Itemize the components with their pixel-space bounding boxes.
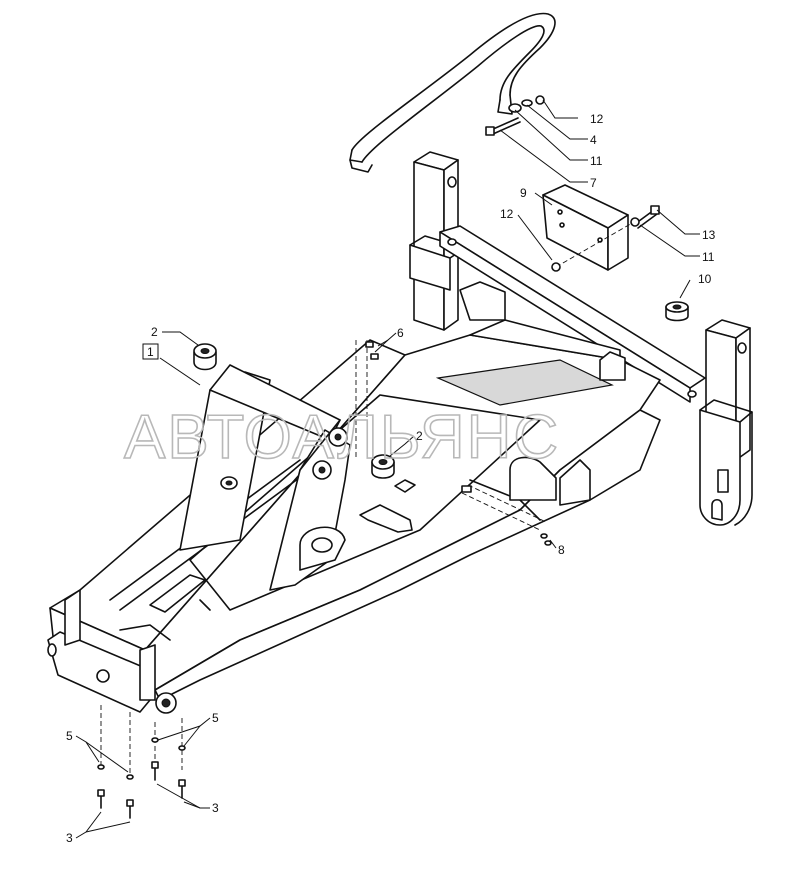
- bolts-6: [355, 340, 379, 460]
- rear-crossbeam: [439, 225, 706, 403]
- front-tower: [179, 364, 351, 591]
- handle-rail: [349, 12, 556, 173]
- right-post: [699, 319, 753, 526]
- callout-8: 8: [558, 543, 565, 557]
- callout-12-top: 12: [590, 112, 604, 126]
- callout-3-right: 3: [212, 801, 219, 815]
- callout-labels: 1 2 2 6 8 12 4 11 7 9 12 13 11 10 5 5 3 …: [66, 112, 716, 845]
- spacer-10: [665, 301, 689, 322]
- bolts-8: [461, 484, 552, 546]
- bushing-2-lower: [371, 454, 395, 479]
- bracket-9: [542, 184, 635, 271]
- callout-box-1: [142, 343, 159, 360]
- callout-1: 1: [147, 345, 154, 359]
- callout-2-lower: 2: [416, 429, 423, 443]
- callout-4: 4: [590, 133, 597, 147]
- nut-12: [551, 262, 561, 272]
- callout-12-mid: 12: [500, 207, 514, 221]
- callout-6: 6: [397, 326, 404, 340]
- watermark: АВТОАЛЬЯНС: [124, 403, 560, 472]
- callout-2-upper: 2: [151, 325, 158, 339]
- callout-10: 10: [698, 272, 712, 286]
- callout-3-left: 3: [66, 831, 73, 845]
- leader-lines: [75, 99, 700, 839]
- bushing-2-upper: [193, 343, 217, 371]
- chassis-frame: [47, 281, 661, 714]
- callout-7: 7: [590, 176, 597, 190]
- callout-5-right: 5: [212, 711, 219, 725]
- left-post: [409, 151, 466, 331]
- bolt-7: [485, 95, 545, 136]
- callout-5-left: 5: [66, 729, 73, 743]
- callout-11-top: 11: [590, 154, 603, 168]
- bottom-bolts: [97, 705, 186, 819]
- callout-11-mid: 11: [702, 250, 715, 264]
- bolt-13: [630, 205, 660, 229]
- callout-13: 13: [702, 228, 716, 242]
- callout-9: 9: [520, 186, 527, 200]
